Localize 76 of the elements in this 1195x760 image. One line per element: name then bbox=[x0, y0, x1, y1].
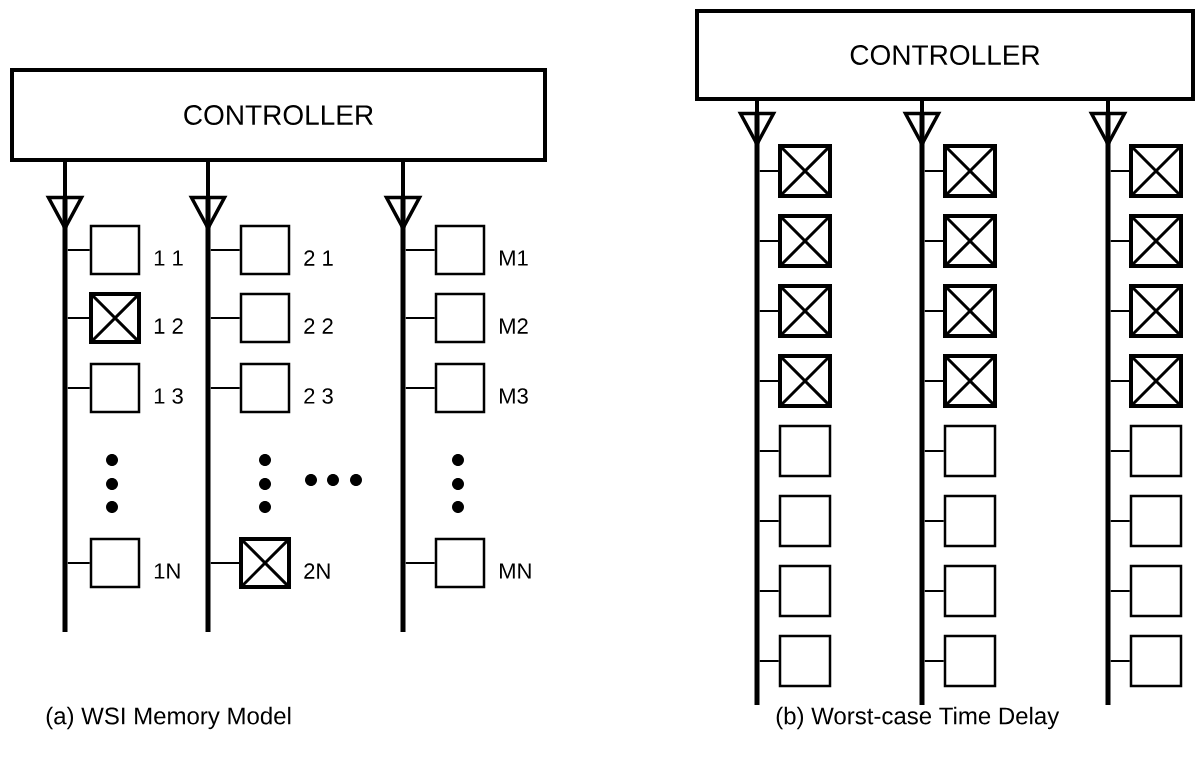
connector-line bbox=[66, 249, 91, 251]
faulty-memory-cell bbox=[1129, 214, 1183, 268]
memory-cell bbox=[778, 494, 832, 548]
memory-cell bbox=[943, 564, 997, 618]
connector-line bbox=[758, 170, 779, 172]
connector-line bbox=[1109, 590, 1131, 592]
controller-box: CONTROLLER bbox=[10, 68, 547, 162]
caption: (b) Worst-case Time Delay bbox=[776, 706, 1060, 730]
faulty-memory-cell bbox=[778, 214, 832, 268]
connector-line bbox=[923, 450, 945, 452]
faulty-memory-cell bbox=[1129, 354, 1183, 408]
connector-line bbox=[66, 387, 91, 389]
connector-line bbox=[209, 387, 241, 389]
connector-line bbox=[758, 450, 780, 452]
connector-line bbox=[1109, 380, 1130, 382]
connector-line bbox=[404, 317, 436, 319]
connector-line bbox=[404, 562, 436, 564]
cell-label: 2 2 bbox=[304, 318, 333, 334]
connector-line bbox=[1109, 660, 1131, 662]
memory-cell bbox=[1129, 494, 1183, 548]
connector-line bbox=[758, 380, 779, 382]
memory-cell bbox=[778, 424, 832, 478]
cell-label: 1 3 bbox=[154, 388, 183, 404]
memory-cell bbox=[778, 564, 832, 618]
cell-label: 2 3 bbox=[304, 388, 333, 404]
connector-line bbox=[66, 562, 91, 564]
connector-line bbox=[1109, 170, 1130, 172]
cell-label: M1 bbox=[500, 250, 528, 266]
connector-line bbox=[209, 317, 241, 319]
cell-label: MN bbox=[500, 563, 531, 579]
connector-line bbox=[758, 520, 780, 522]
memory-cell bbox=[1129, 424, 1183, 478]
connector-line bbox=[758, 590, 780, 592]
connector-line bbox=[1109, 310, 1130, 312]
connector-line bbox=[923, 380, 944, 382]
connector-line bbox=[1109, 450, 1131, 452]
faulty-memory-cell bbox=[943, 354, 997, 408]
caption: (a) WSI Memory Model bbox=[46, 706, 291, 730]
connector-line bbox=[404, 387, 436, 389]
faulty-memory-cell bbox=[1129, 144, 1183, 198]
faulty-memory-cell bbox=[943, 284, 997, 338]
memory-cell bbox=[778, 634, 832, 688]
connector-line bbox=[923, 590, 945, 592]
connector-line bbox=[923, 310, 944, 312]
memory-cell bbox=[1129, 634, 1183, 688]
connector-line bbox=[209, 562, 240, 564]
faulty-memory-cell bbox=[778, 144, 832, 198]
faulty-memory-cell bbox=[1129, 284, 1183, 338]
faulty-memory-cell bbox=[778, 354, 832, 408]
faulty-memory-cell bbox=[778, 284, 832, 338]
cell-label: M3 bbox=[500, 388, 528, 404]
cell-label: 1 2 bbox=[154, 318, 183, 334]
connector-line bbox=[404, 249, 436, 251]
connector-line bbox=[209, 249, 241, 251]
connector-line bbox=[923, 170, 944, 172]
cell-label: 1N bbox=[154, 563, 180, 579]
faulty-memory-cell bbox=[943, 214, 997, 268]
connector-line bbox=[923, 240, 944, 242]
cell-label: 1 1 bbox=[154, 250, 183, 266]
connector-line bbox=[923, 660, 945, 662]
connector-line bbox=[758, 310, 779, 312]
connector-line bbox=[758, 240, 779, 242]
connector-line bbox=[66, 317, 90, 319]
memory-cell bbox=[1129, 564, 1183, 618]
memory-cell bbox=[943, 424, 997, 478]
cell-label: 2N bbox=[304, 563, 330, 579]
controller-box: CONTROLLER bbox=[695, 9, 1195, 101]
memory-cell bbox=[943, 494, 997, 548]
cell-label: 2 1 bbox=[304, 250, 333, 266]
connector-line bbox=[758, 660, 780, 662]
memory-cell bbox=[943, 634, 997, 688]
connector-line bbox=[1109, 520, 1131, 522]
connector-line bbox=[1109, 240, 1130, 242]
faulty-memory-cell bbox=[943, 144, 997, 198]
cell-label: M2 bbox=[500, 318, 528, 334]
connector-line bbox=[923, 520, 945, 522]
